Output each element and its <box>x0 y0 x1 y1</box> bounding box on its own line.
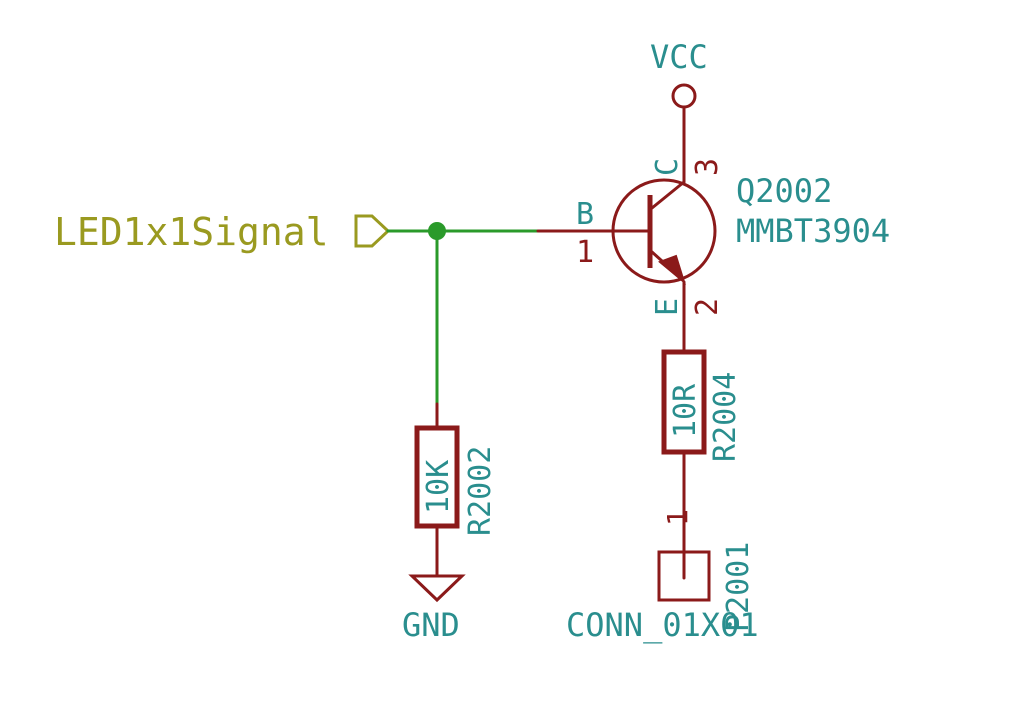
connector-ref: P2001 <box>721 542 756 632</box>
connector-body <box>657 550 711 602</box>
transistor-ref: Q2002 <box>736 172 832 210</box>
connector-value: CONN_01X01 <box>566 606 759 644</box>
junction-dot[interactable] <box>428 222 446 240</box>
vcc-label: VCC <box>650 38 708 76</box>
pin-base-name: B <box>576 197 594 232</box>
resistor-r2004-ref: R2004 <box>708 372 743 462</box>
collector-stub <box>650 180 686 210</box>
pin-base-number: 1 <box>576 235 594 270</box>
resistor-r2002-ref: R2002 <box>463 446 498 536</box>
vcc-circle-icon <box>671 83 697 109</box>
emitter-arrow-icon <box>658 254 686 285</box>
transistor-value: MMBT3904 <box>736 212 890 250</box>
pin-emitter-name: E <box>650 298 685 316</box>
power-vcc[interactable]: VCC <box>650 38 708 109</box>
connector-pin-number: 1 <box>661 509 694 526</box>
net-label-led-signal[interactable]: LED1x1Signal <box>54 210 391 254</box>
gnd-label: GND <box>402 606 460 644</box>
resistor-r2002-value: 10K <box>421 460 456 514</box>
gnd-triangle-icon <box>408 574 466 603</box>
connector-p2001[interactable]: 1 CONN_01X01 P2001 <box>566 509 759 644</box>
resistor-r2004[interactable]: 10R R2004 <box>661 349 743 580</box>
transistor-body <box>611 178 717 284</box>
resistor-r2002[interactable]: 10K R2002 <box>414 402 498 578</box>
pin-emitter-number: 2 <box>690 298 725 316</box>
pin-collector-name: C <box>650 158 685 176</box>
transistor-q2002[interactable]: B 1 C 3 E 2 Q2002 MMBT3904 <box>536 106 890 354</box>
power-gnd[interactable]: GND <box>402 574 466 644</box>
resistor-r2004-value: 10R <box>668 383 703 438</box>
net-label-flag-icon <box>354 214 391 248</box>
net-label-text: LED1x1Signal <box>54 210 329 254</box>
pin-collector-number: 3 <box>690 158 725 176</box>
